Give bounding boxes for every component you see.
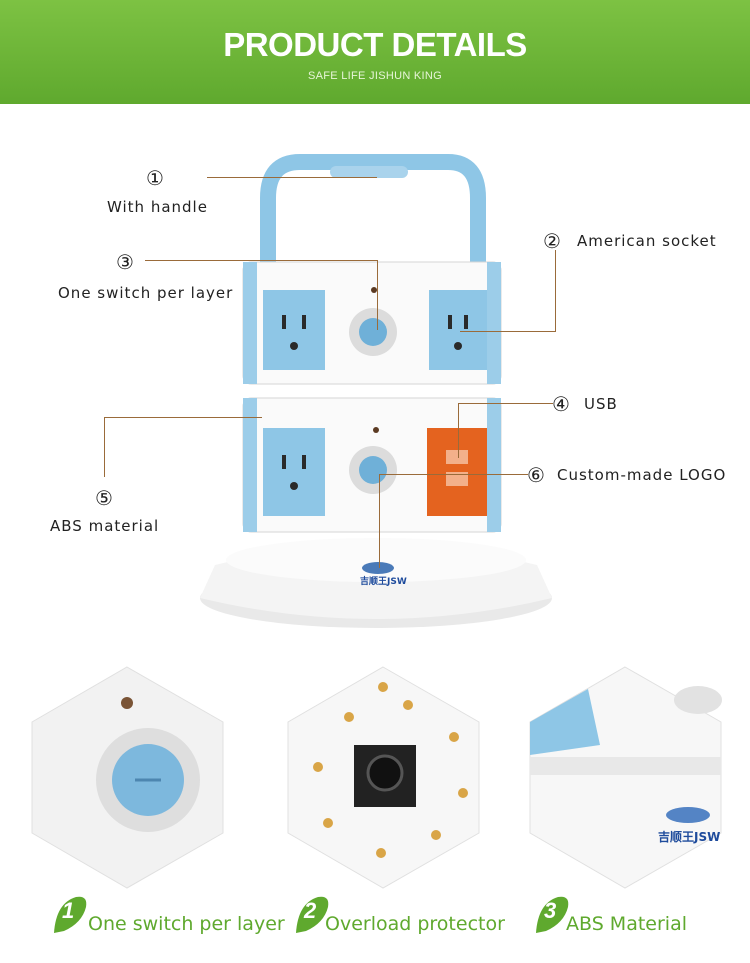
callout-2-label: American socket (577, 232, 717, 250)
page-subtitle: SAFE LIFE JISHUN KING (307, 70, 443, 82)
leader-line-3b (377, 260, 378, 330)
product-logo-text: 吉顺王JSW (360, 575, 407, 587)
feature-3-label: ABS Material (566, 913, 687, 935)
leader-line-4b (458, 403, 459, 458)
feature-3-number: 3 (544, 898, 557, 923)
badge-3-icon (536, 896, 569, 933)
page-title: PRODUCT DETAILS (223, 26, 527, 63)
badge-1-icon (54, 896, 87, 933)
hex-protector-closeup (287, 666, 480, 889)
callout-5-number: ⑤ (95, 486, 113, 510)
callout-3-number: ③ (116, 250, 134, 274)
callout-1-number: ① (146, 166, 164, 190)
feature-2: 2 Overload protector (292, 893, 517, 943)
callout-2-number: ② (543, 229, 561, 253)
feature-2-number: 2 (304, 898, 317, 923)
leader-line-6 (380, 474, 528, 475)
callout-6-label: Custom-made LOGO (557, 466, 727, 484)
leader-line-2 (555, 250, 556, 332)
leader-line-1 (207, 177, 377, 178)
callout-6-number: ⑥ (527, 463, 545, 487)
leader-line-6b (379, 474, 380, 568)
callout-3-label: One switch per layer (58, 284, 234, 302)
callout-4-number: ④ (552, 392, 570, 416)
hex-switch-closeup (31, 666, 224, 889)
hex-abs-closeup: 吉顺王JSW (529, 666, 722, 889)
callout-5-label: ABS material (50, 517, 160, 535)
callout-1-label: With handle (107, 198, 208, 216)
feature-1-label: One switch per layer (88, 913, 285, 935)
badge-2-icon (296, 896, 329, 933)
leader-line-4 (458, 403, 553, 404)
product-illustration: 吉顺王JSW (200, 154, 552, 628)
hex-logo-text: 吉顺王JSW (658, 829, 720, 844)
leader-line-5b (104, 417, 105, 477)
header-banner: PRODUCT DETAILS SAFE LIFE JISHUN KING (0, 0, 750, 104)
feature-1: 1 One switch per layer (50, 893, 290, 943)
leader-line-2b (460, 331, 556, 332)
feature-2-label: Overload protector (325, 913, 505, 935)
callout-4-label: USB (584, 395, 618, 413)
leader-line-3 (145, 260, 377, 261)
feature-1-number: 1 (62, 898, 75, 923)
leader-line-5 (104, 417, 262, 418)
feature-3: 3 ABS Material (532, 893, 732, 943)
